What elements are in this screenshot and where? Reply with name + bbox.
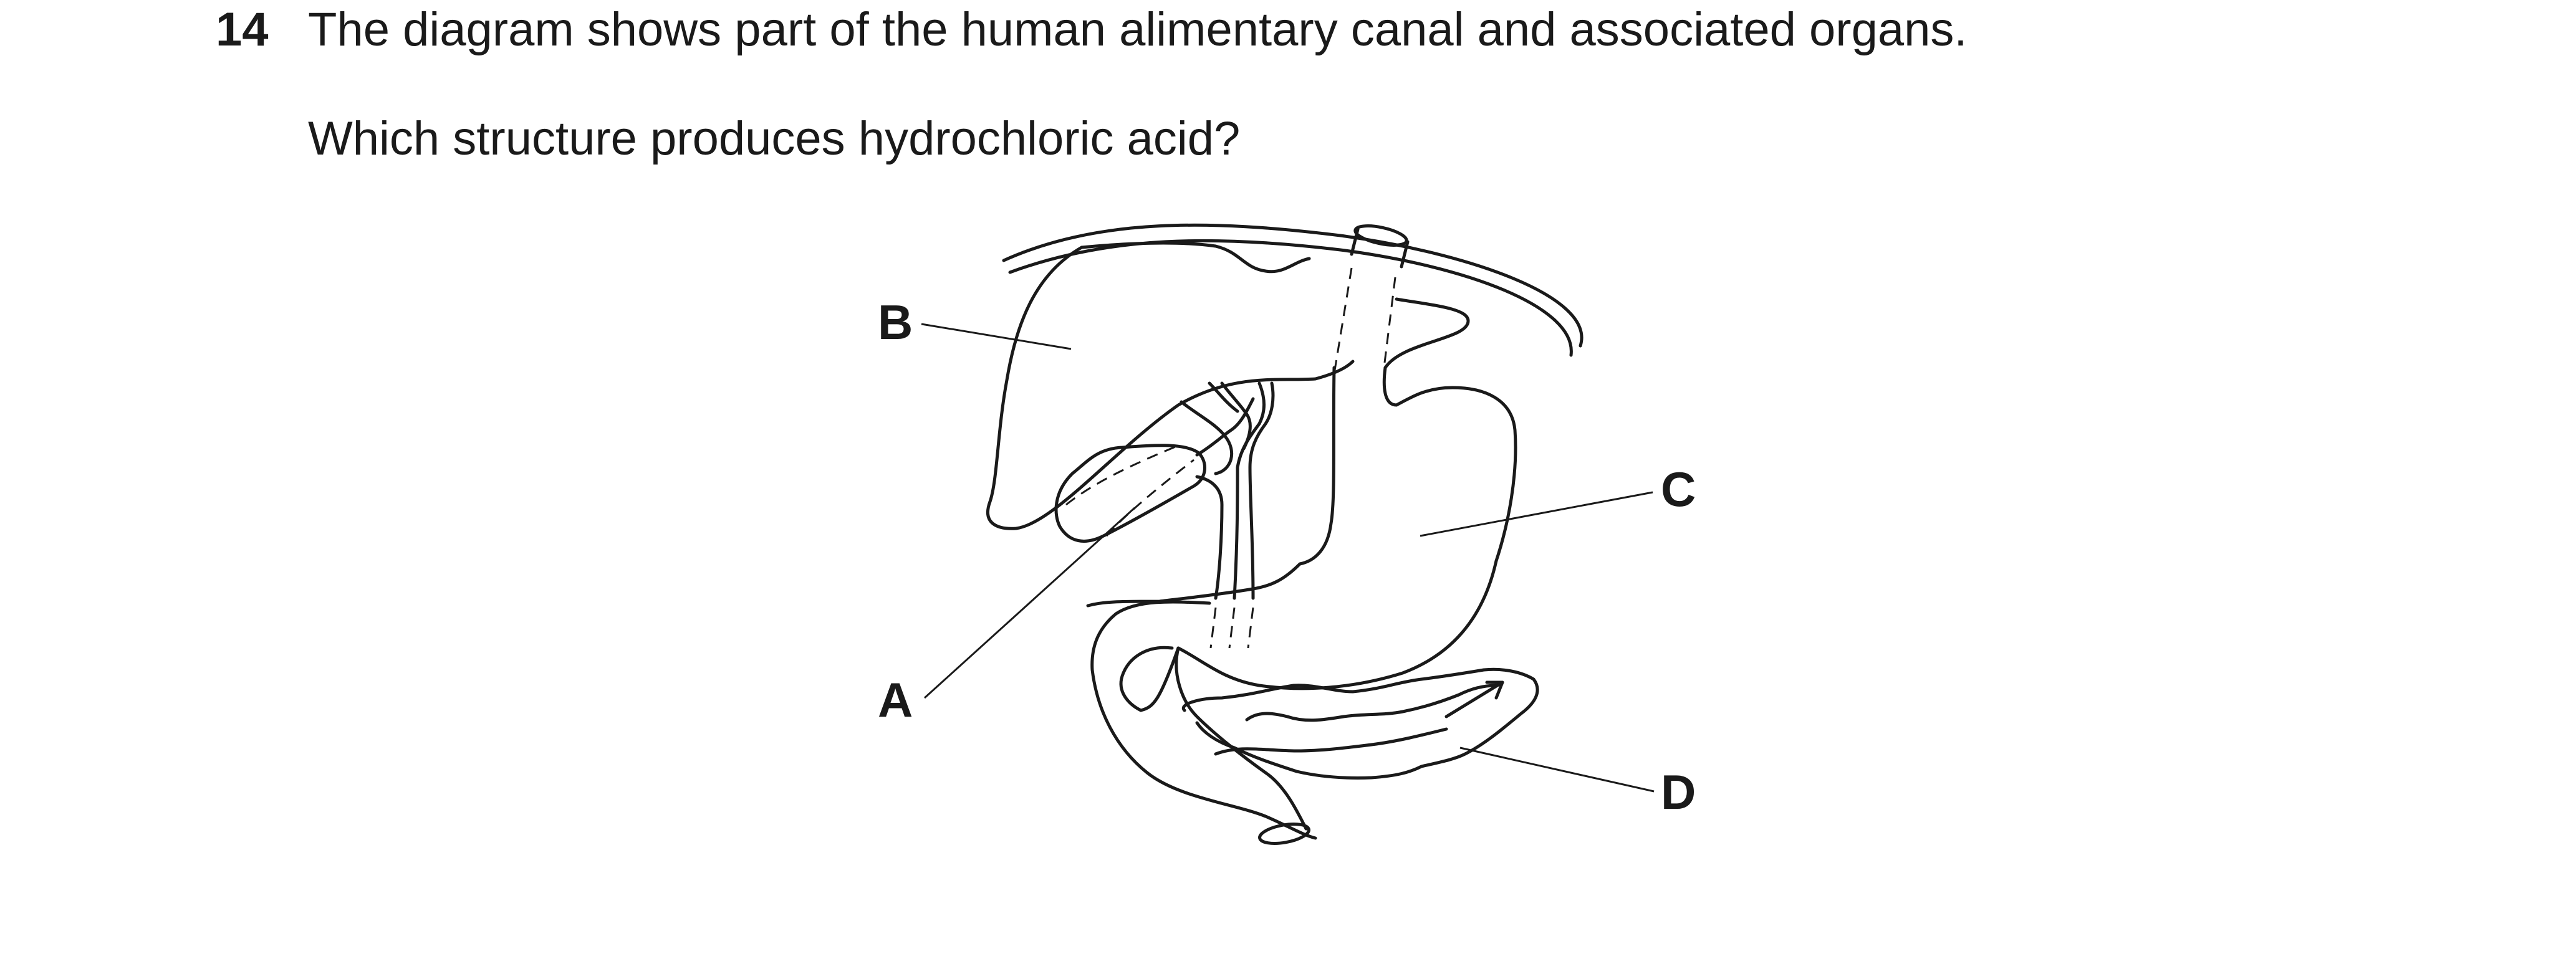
leader-line-b <box>921 323 1072 350</box>
leader-line-d <box>1459 747 1655 793</box>
label-a: A <box>878 672 913 727</box>
bile-ducts <box>1180 381 1275 649</box>
leader-lines <box>921 323 1655 793</box>
liver <box>986 241 1355 530</box>
leader-line-c <box>1420 491 1653 537</box>
leader-line-a <box>923 507 1136 699</box>
label-d: D <box>1661 765 1696 819</box>
question-prompt: Which structure produces hydrochloric ac… <box>308 112 1241 165</box>
gall-bladder <box>1054 444 1206 543</box>
oesophagus <box>1333 224 1410 375</box>
pancreas <box>1181 667 1539 780</box>
duodenum <box>1090 600 1317 845</box>
diaphragm <box>1002 223 1584 357</box>
question-number: 14 <box>216 3 269 56</box>
label-c: C <box>1661 462 1696 517</box>
question-stem: The diagram shows part of the human alim… <box>308 3 1968 56</box>
label-b: B <box>878 295 913 350</box>
